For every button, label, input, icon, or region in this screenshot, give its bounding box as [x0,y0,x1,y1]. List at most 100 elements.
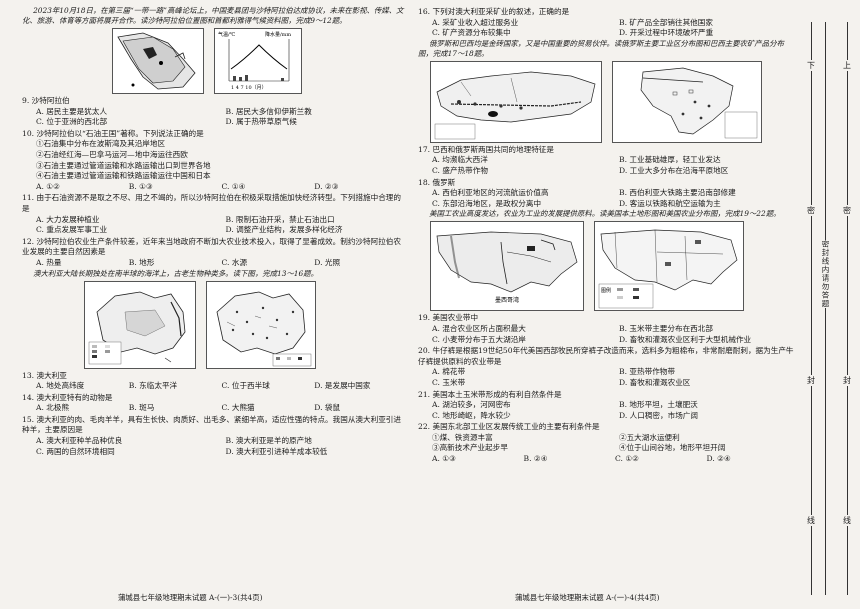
q10-item-2: ②石油经红海—巴拿马运河—地中海运往西欧 [36,149,188,159]
q17-opt-a: A. 均濒临大西洋 [432,155,488,165]
q22-opt-c: C. ①② [615,454,639,464]
intro-usa: 美国工农业高度发达，农业为工业的发展提供原料。读美国本土地形图和美国农业分布图，… [429,209,781,219]
q12: 12. 沙特阿拉伯农业生产条件较差，近年来当地政府不断加大农业技术投入，取得了显… [22,236,401,257]
q18: 18. 俄罗斯 [418,177,456,187]
legend-title: 图例 [601,287,611,294]
saudi-location-map [112,28,204,94]
q17: 17. 巴西和俄罗斯两国共同的地理特征是 [418,144,554,154]
q11-opt-c: C. 重点发展军事工业 [36,225,108,235]
usa-figures: 墨西哥湾 图例 [418,221,798,312]
q19-opt-b: B. 玉米带主要分布在西北部 [619,323,713,333]
q22-options: A. ①③ B. ②④ C. ①② D. ②④ [418,454,798,465]
binding-warning: 密封线内请勿答题 [820,240,831,308]
q13-options: A. 地处高纬度 B. 东临太平洋 C. 位于西半球 D. 是发展中国家 [22,381,407,392]
left-column: 2023年10月18日，在第三届“一带一路”高峰论坛上，中国麦县团与沙特阿拉伯达… [22,6,407,457]
usa-agriculture-map: 图例 [594,221,744,312]
q15: 15. 澳大利亚的肉、毛肉羊羊，具有生长快、肉质好、出毛多、紧细羊高，适应性强的… [22,414,401,435]
q18-opt-b: B. 西伯利亚大铁路主要沿南部修建 [619,188,736,198]
q15-opt-b: B. 澳大利亚是羊的原产地 [225,436,312,446]
q21: 21. 美国本土玉米带形成的有利自然条件是 [418,389,562,399]
binding-char-shang: 上 [843,60,851,71]
q9-opt-d: D. 属于热带草原气候 [225,117,297,127]
q12-opt-b: B. 地形 [128,257,155,267]
binding-line-2 [825,22,826,595]
q21-options: A. 湖泊较多，河网密布 B. 地形平坦，土壤肥沃 C. 地形崎岖，降水较少 D… [418,400,798,421]
q22-opt-d: D. ②④ [706,454,731,464]
q13-opt-c: C. 位于西半球 [221,381,270,391]
q20: 20. 牛仔裤是根据19世纪50年代美国西部牧民所穿裤子改造而来，选料多为粗棉布… [418,346,794,366]
q19: 19. 美国农业带中 [418,313,479,323]
intro-australia: 澳大利亚大陆长期独处在南半球的海洋上，古老生物种类多。读下图，完成13～16题。 [33,268,318,278]
q17-opt-d: D. 工业大多分布在沿海平原地区 [619,165,729,175]
q18-opt-c: C. 东部沿海地区，是政权分离中 [432,198,542,208]
q9-opt-c: C. 位于亚洲的西北部 [36,117,108,127]
q11-options: A. 大力发展种植业 B. 限制石油开采，禁止石油出口 C. 重点发展军事工业 … [22,215,407,236]
q13-opt-a: A. 地处高纬度 [36,381,85,391]
russia-industry-map [430,60,602,143]
australia-terrain-map [84,280,196,369]
q21-opt-b: B. 地形平坦，土壤肥沃 [619,400,698,410]
q19-opt-c: C. 小麦带分布于五大湖沿岸 [432,334,526,344]
q22-items: ①煤、铁资源丰富 ②五大湖水运便利 ③高新技术产业起步早 ④位于山间谷地，地形平… [418,433,798,454]
australia-resources-map [206,280,316,369]
binding-char-xia: 下 [807,60,815,71]
q22-item-4: ④位于山间谷地，地形平坦开阔 [619,443,726,453]
q9-opt-a: A. 居民主要是犹太人 [36,106,108,116]
q18-options: A. 西伯利亚地区的河流航运价值高 B. 西伯利亚大铁路主要沿南部修建 C. 东… [418,188,798,209]
q10-item-3: ③石油主要通过管道运输和水路运输出口到世界各地 [36,160,211,170]
intro-saudi: 2023年10月18日，在第三届“一带一路”高峰论坛上，中国麦县团与沙特阿拉伯达… [22,6,404,25]
riyadh-climate-chart: 气温/℃ 降水量/mm 1 4 7 10（月） [214,28,302,94]
q22-opt-a: A. ①③ [432,454,456,464]
q13-opt-d: D. 是发展中国家 [314,381,371,391]
binding-char-mi-2: 密 [843,205,851,216]
q16-opt-d: D. 开采过程中环境破坏严重 [619,28,714,38]
q22: 22. 美国东北部工业区发展传统工业的主要有利条件是 [418,422,600,432]
q14: 14. 澳大利亚特有的动物是 [22,392,113,402]
q14-opt-b: B. 斑马 [128,403,155,413]
q16-opt-b: B. 矿产品全部销往其他国家 [619,17,713,27]
q12-opt-c: C. 水源 [221,257,248,267]
binding-char-xian-1: 线 [807,515,815,526]
q18-opt-d: D. 客运以铁路和航空运输为主 [619,198,721,208]
q21-opt-a: A. 湖泊较多，河网密布 [432,400,511,410]
brazil-agri-mineral-map [612,60,762,143]
footer-right: 蒲城县七年级地理期末试题 A-(一)-4(共4页) [515,593,660,602]
q14-opt-a: A. 北极熊 [36,403,70,413]
q13: 13. 澳大利亚 [22,370,67,380]
q17-options: A. 均濒临大西洋 B. 工业基础雄厚，轻工业发达 C. 盛产热带作物 D. 工… [418,155,798,176]
q22-item-3: ③高新技术产业起步早 [432,443,508,453]
q12-opt-a: A. 热量 [36,257,62,267]
q11-opt-a: A. 大力发展种植业 [36,214,100,224]
q11-opt-d: D. 调整产业结构，发展多样化经济 [225,225,343,235]
q14-opt-d: D. 袋鼠 [314,403,341,413]
chart-left-label: 气温/℃ [218,31,236,38]
q22-opt-b: B. ②④ [523,454,548,464]
q15-options: A. 澳大利亚种羊品种优良 B. 澳大利亚是羊的原产地 C. 两国的自然环境相同… [22,436,407,457]
q10-opt-c: C. ①④ [221,181,246,191]
binding-strip: 下 密 封 线 上 密 封 线 密封线内请勿答题 [803,0,860,609]
q22-item-1: ①煤、铁资源丰富 [432,432,493,442]
q15-opt-c: C. 两国的自然环境相同 [36,446,115,456]
binding-line-3 [847,22,848,595]
q16: 16. 下列对澳大利亚采矿业的叙述，正确的是 [418,7,570,16]
q20-options: A. 棉花带 B. 亚热带作物带 C. 玉米带 D. 畜牧和灌溉农业区 [418,367,798,388]
q18-opt-a: A. 西伯利亚地区的河流航运价值高 [432,188,549,198]
q10-opt-a: A. ①② [36,181,60,191]
right-column: 16. 下列对澳大利亚采矿业的叙述，正确的是 A. 采矿业收入超过服务业 B. … [418,6,798,465]
q12-options: A. 热量 B. 地形 C. 水源 D. 光照 [22,258,407,269]
q10: 10. 沙特阿拉伯以“石油王国”著称。下列说法正确的是 [22,128,204,138]
q14-options: A. 北极熊 B. 斑马 C. 大熊猫 D. 袋鼠 [22,403,407,414]
q17-opt-b: B. 工业基础雄厚，轻工业发达 [619,155,721,165]
gulf-of-mexico-label: 墨西哥湾 [495,296,519,304]
q9: 9. 沙特阿拉伯 [22,96,70,105]
q21-opt-d: D. 人口稠密，市场广阔 [619,410,698,420]
q10-item-4: ④石油主要通过管道运输和铁路运输运往中国和日本 [36,171,211,181]
q20-opt-b: B. 亚热带作物带 [619,367,675,377]
q9-options: A. 居民主要是犹太人 B. 居民大多信仰伊斯兰教 C. 位于亚洲的西北部 D.… [22,107,407,128]
russia-brazil-figures [418,60,798,143]
saudi-figures: 气温/℃ 降水量/mm 1 4 7 10（月） [22,28,407,94]
binding-char-xian-2: 线 [843,515,851,526]
q11-opt-b: B. 限制石油开采，禁止石油出口 [225,214,335,224]
q10-item-1: ①石油集中分布在波斯湾及其沿岸地区 [36,139,166,149]
